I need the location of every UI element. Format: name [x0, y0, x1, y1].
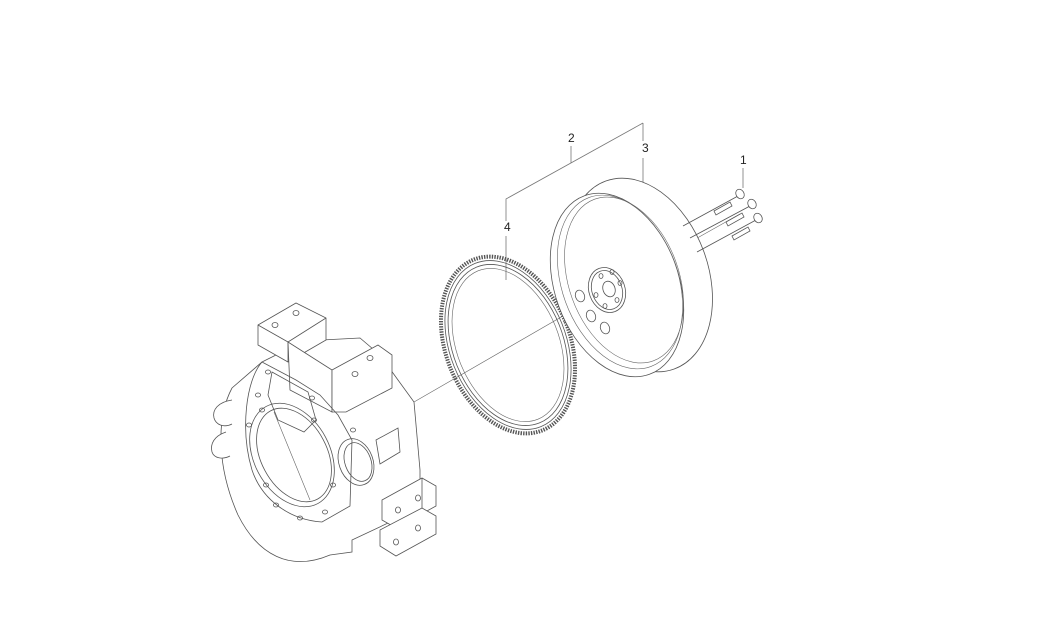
- callout-4: 4: [503, 220, 512, 234]
- flywheel-housing: [211, 302, 437, 562]
- callout-3: 3: [641, 141, 650, 155]
- bolt: [689, 198, 757, 239]
- callout-1: 1: [739, 153, 748, 167]
- flywheel-bolts: [682, 188, 763, 253]
- bolt: [696, 212, 763, 253]
- bolt: [682, 188, 745, 227]
- housing-bolt-holes: [246, 369, 356, 521]
- hub-bolt-holes: [593, 269, 623, 309]
- callout-2: 2: [567, 131, 576, 145]
- flywheel: [549, 177, 713, 378]
